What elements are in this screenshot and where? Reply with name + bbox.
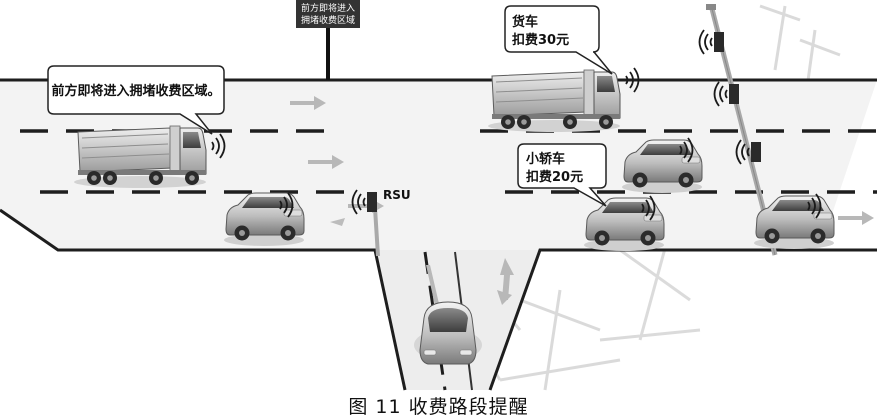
truck-fee-bubble: 货车 扣费30元 bbox=[504, 5, 613, 75]
sign-line-2: 拥堵收费区域 bbox=[301, 14, 355, 26]
rsu-merge: RSU bbox=[351, 188, 411, 257]
rsu-label: RSU bbox=[383, 188, 411, 202]
sign-line-1: 前方即将进入 bbox=[301, 2, 355, 14]
car-fee-bubble: 小轿车 扣费20元 bbox=[517, 143, 607, 207]
truck-left bbox=[73, 125, 207, 189]
truck-fee-line-2: 扣费30元 bbox=[512, 32, 569, 48]
figure-caption: 图 11 收费路段提醒 bbox=[348, 396, 529, 418]
truck-fee-line-1: 货车 bbox=[512, 14, 538, 30]
warning-bubble: 前方即将进入拥堵收费区域。 bbox=[47, 65, 225, 135]
signal-icon bbox=[698, 29, 713, 55]
rsu-unit-1 bbox=[714, 32, 724, 52]
car-ramp bbox=[414, 301, 482, 365]
car-fee-line-2: 扣费20元 bbox=[526, 169, 583, 185]
car-fee-line-1: 小轿车 bbox=[526, 151, 565, 167]
rsu-unit-3 bbox=[751, 142, 761, 162]
truck-right bbox=[487, 69, 621, 133]
rsu-unit-2 bbox=[729, 84, 739, 104]
overhead-sign: 前方即将进入 拥堵收费区域 bbox=[296, 0, 360, 80]
warning-text: 前方即将进入拥堵收费区域。 bbox=[51, 83, 220, 99]
